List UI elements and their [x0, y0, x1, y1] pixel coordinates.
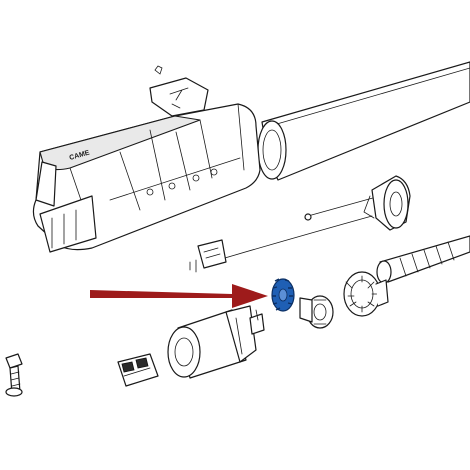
worm-screw-shaft[interactable] — [376, 235, 470, 284]
pinion-disc[interactable] — [299, 295, 334, 329]
electric-motor[interactable] — [167, 305, 265, 379]
gear[interactable] — [271, 278, 295, 312]
fixing-bolt[interactable] — [5, 353, 23, 397]
pointer-arrow — [90, 284, 268, 308]
motor-housing[interactable]: CAME — [32, 103, 261, 253]
limit-switch-assembly[interactable] — [304, 175, 411, 231]
terminal-block[interactable] — [117, 353, 159, 387]
screw-cover[interactable] — [149, 65, 209, 117]
arm-tube[interactable] — [257, 61, 470, 181]
connector-cable[interactable] — [189, 215, 373, 273]
worm-wheel[interactable] — [343, 271, 389, 317]
